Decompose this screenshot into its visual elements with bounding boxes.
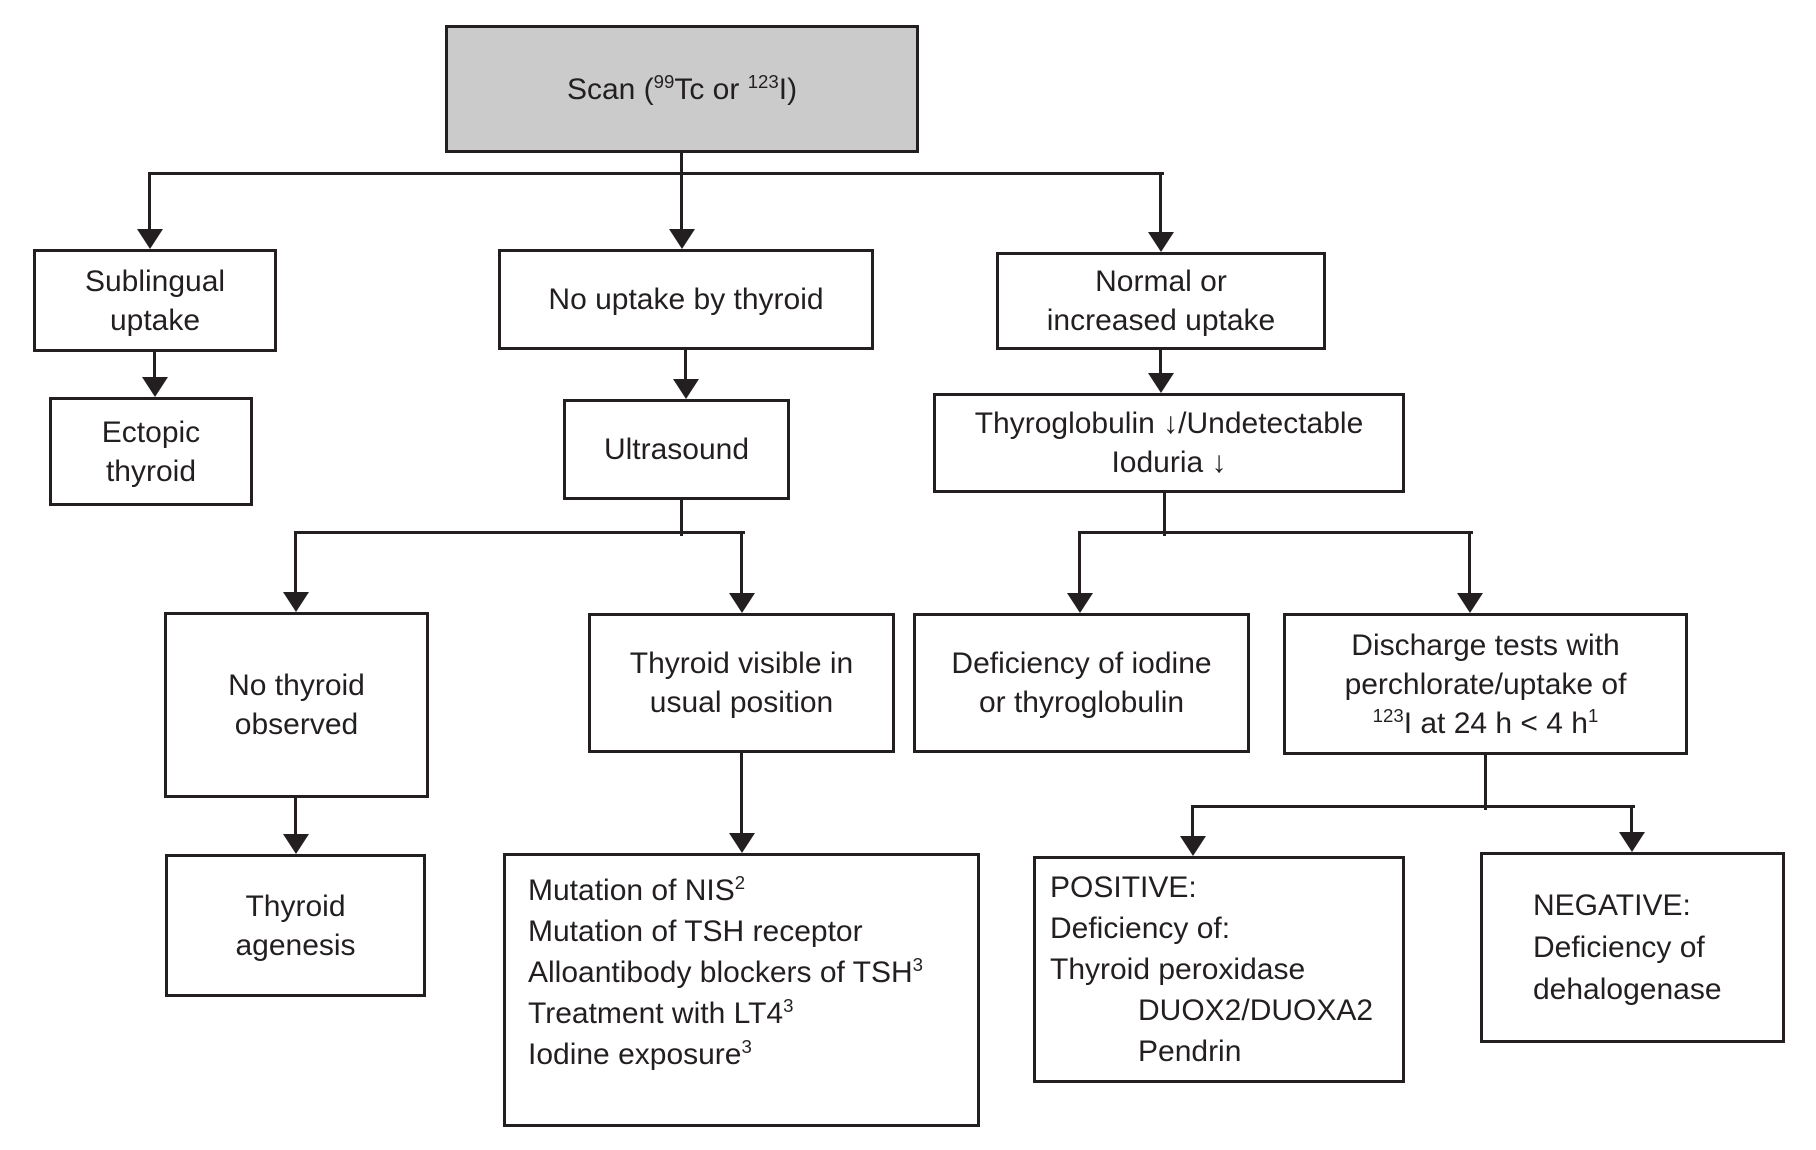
arrowhead-down-icon <box>142 377 168 397</box>
node-ectopic-thyroid: Ectopic thyroid <box>49 397 253 506</box>
connector-line <box>149 172 1164 175</box>
connector-line <box>1191 805 1635 808</box>
node-line: No thyroid <box>228 669 365 702</box>
connector-line <box>294 531 745 534</box>
node-line: Alloantibody blockers of TSH3 <box>528 954 923 989</box>
node-scan-label: Scan (99Tc or 123I) <box>566 70 798 106</box>
arrowhead-down-icon <box>1619 832 1645 852</box>
node-line: usual position <box>649 686 834 719</box>
connector-line <box>740 531 743 597</box>
node-thyroid-visible: Thyroid visible in usual position <box>588 613 895 753</box>
connector-line <box>294 531 297 596</box>
node-line: POSITIVE: <box>1050 871 1197 904</box>
node-line: or thyroglobulin <box>978 686 1185 719</box>
arrowhead-down-icon <box>283 834 309 854</box>
arrowhead-down-icon <box>137 229 163 249</box>
arrowhead-down-icon <box>673 379 699 399</box>
connector-line <box>740 753 743 837</box>
node-line: Thyroglobulin ↓/Undetectable <box>974 407 1364 440</box>
node-no-uptake-by-thyroid: No uptake by thyroid <box>498 249 874 350</box>
connector-line <box>148 172 151 233</box>
node-line: Thyroid visible in <box>629 647 854 680</box>
node-line: Iodine exposure3 <box>528 1036 752 1071</box>
node-scan: Scan (99Tc or 123I) <box>445 25 919 153</box>
connector-line <box>680 172 683 233</box>
node-line: Deficiency of iodine <box>951 647 1212 680</box>
node-line: uptake <box>109 303 201 337</box>
arrowhead-down-icon <box>669 229 695 249</box>
node-thyroglobulin-ioduria: Thyroglobulin ↓/Undetectable Ioduria ↓ <box>933 393 1405 493</box>
node-line: Ioduria ↓ <box>1111 446 1227 479</box>
connector-line <box>153 352 156 381</box>
connector-line <box>1078 531 1473 534</box>
node-line: Thyroid peroxidase <box>1050 953 1306 986</box>
node-line: perchlorate/uptake of <box>1344 667 1627 701</box>
node-line: Deficiency of: <box>1050 912 1231 945</box>
node-line: Ultrasound <box>603 433 750 466</box>
connector-line <box>1159 172 1162 236</box>
connector-line <box>1468 531 1471 597</box>
node-ultrasound: Ultrasound <box>563 399 790 500</box>
node-line: Mutation of NIS2 <box>528 872 746 907</box>
node-line: Discharge tests with <box>1351 628 1620 662</box>
node-deficiency-iodine-thyroglobulin: Deficiency of iodine or thyroglobulin <box>913 613 1250 753</box>
arrowhead-down-icon <box>1148 232 1174 252</box>
node-mutation-list: Mutation of NIS2 Mutation of TSH recepto… <box>503 853 980 1127</box>
arrowhead-down-icon <box>283 592 309 612</box>
connector-line <box>1484 755 1487 810</box>
node-normal-or-increased-uptake: Normal or increased uptake <box>996 252 1326 350</box>
node-line: 123I at 24 h < 4 h1 <box>1372 704 1599 740</box>
arrowhead-down-icon <box>729 833 755 853</box>
connector-line <box>294 798 297 838</box>
node-no-thyroid-observed: No thyroid observed <box>164 612 429 798</box>
node-line: agenesis <box>235 928 356 962</box>
arrowhead-down-icon <box>729 593 755 613</box>
node-positive-result: POSITIVE: Deficiency of: Thyroid peroxid… <box>1033 856 1405 1083</box>
node-line: Mutation of TSH receptor <box>528 915 863 948</box>
node-line: Treatment with LT43 <box>528 995 794 1030</box>
connector-line <box>1163 493 1166 536</box>
node-line: observed <box>234 708 359 741</box>
connector-line <box>680 500 683 536</box>
node-line: NEGATIVE: <box>1533 888 1691 922</box>
node-line: Deficiency of <box>1533 930 1705 964</box>
node-line: Sublingual <box>84 264 226 298</box>
arrowhead-down-icon <box>1148 373 1174 393</box>
node-negative-result: NEGATIVE: Deficiency of dehalogenase <box>1480 852 1785 1043</box>
connector-line <box>680 153 683 175</box>
connector-line <box>1191 805 1194 840</box>
connector-line <box>1078 531 1081 597</box>
node-line: dehalogenase <box>1533 972 1722 1006</box>
node-line: Normal or <box>1095 265 1227 298</box>
arrowhead-down-icon <box>1180 836 1206 856</box>
node-line: thyroid <box>105 454 197 488</box>
node-thyroid-agenesis: Thyroid agenesis <box>165 854 426 997</box>
node-line: Thyroid <box>245 889 346 923</box>
node-line: Ectopic <box>101 415 201 449</box>
node-line: increased uptake <box>1046 304 1276 337</box>
node-line: Pendrin <box>1138 1035 1242 1068</box>
connector-line <box>684 350 687 383</box>
node-sublingual-uptake: Sublingual uptake <box>33 249 277 352</box>
connector-line <box>1159 350 1162 377</box>
node-discharge-tests: Discharge tests with perchlorate/uptake … <box>1283 613 1688 755</box>
connector-line <box>1630 805 1633 836</box>
node-line: No uptake by thyroid <box>548 283 824 316</box>
node-line: DUOX2/DUOXA2 <box>1138 994 1374 1027</box>
arrowhead-down-icon <box>1067 593 1093 613</box>
arrowhead-down-icon <box>1457 593 1483 613</box>
